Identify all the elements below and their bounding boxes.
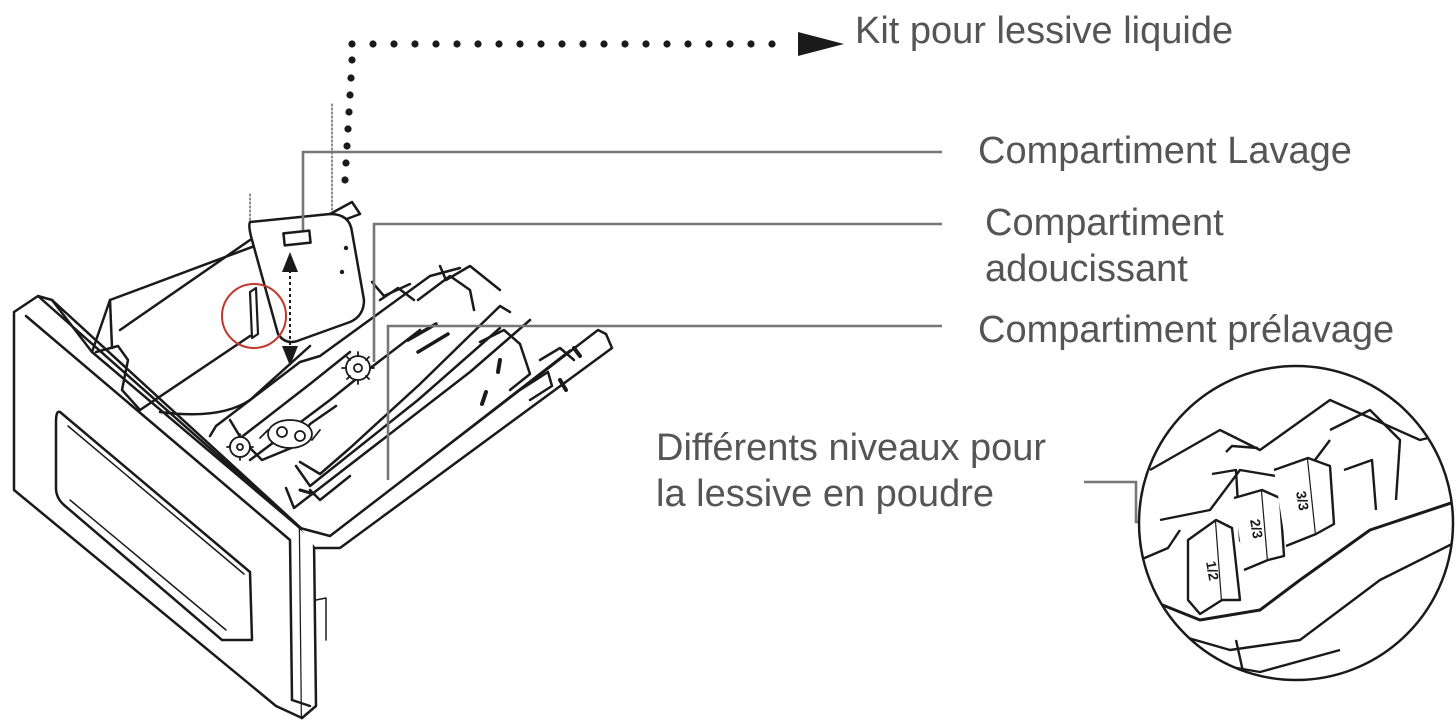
kit-arrow-icon <box>798 32 844 56</box>
label-prewash-compartment: Compartiment prélavage <box>978 309 1395 351</box>
flap-slot <box>248 286 260 340</box>
label-softener-compartment: Compartiment adoucissant <box>985 200 1224 292</box>
leader-lavage <box>301 150 942 230</box>
label-softener-line-1: Compartiment <box>985 202 1224 244</box>
label-softener-line-2: adoucissant <box>985 248 1188 290</box>
leader-prelavage <box>386 324 942 480</box>
level-mark-1: 1/2 <box>1203 560 1222 582</box>
powder-level-inset: 1/2 2/3 3/3 <box>1137 364 1455 682</box>
arrow-up-icon <box>282 252 298 272</box>
leader-adoucissant <box>372 222 942 362</box>
siphon-cap-front <box>226 433 254 461</box>
liquid-detergent-flap <box>248 212 366 344</box>
level-mark-2: 2/3 <box>1247 518 1266 540</box>
kit-leader <box>341 32 844 184</box>
highlight-circle <box>221 283 287 349</box>
label-liquid-detergent-kit: Kit pour lessive liquide <box>855 10 1234 52</box>
label-powder-levels-line-1: Différents niveaux pour <box>656 427 1047 469</box>
detergent-drawer <box>12 103 614 720</box>
label-powder-levels-line-2: la lessive en poudre <box>656 473 994 515</box>
drawer-handle-recess <box>54 410 254 642</box>
arrow-down-icon <box>282 346 298 366</box>
drawer-front-panel <box>12 294 318 720</box>
label-wash-compartment: Compartiment Lavage <box>978 130 1352 172</box>
siphon-cap-rear <box>341 351 375 385</box>
level-mark-3: 3/3 <box>1293 490 1312 512</box>
flap-tab <box>282 229 312 247</box>
siphon-mechanism <box>259 419 321 449</box>
insert-movement-arrow <box>282 252 298 366</box>
label-powder-levels: Différents niveaux pour la lessive en po… <box>656 425 1046 517</box>
drawer-body <box>50 242 614 708</box>
